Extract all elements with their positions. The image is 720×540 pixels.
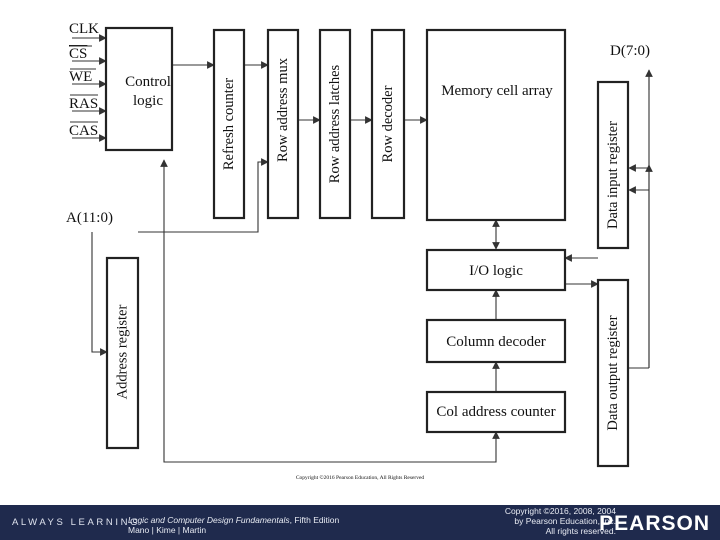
footer-copyright-line-1: Copyright ©2016, 2008, 2004 — [504, 506, 616, 516]
dram-block-diagram: CLK CS WE RAS CAS A(11:0) D(7:0) Control… — [66, 21, 653, 481]
clk-label: CLK — [69, 21, 99, 37]
footer-book-info: Logic and Computer Design Fundamentals, … — [128, 515, 339, 535]
io-logic-label: I/O logic — [469, 263, 523, 279]
bus-to-col-counter-wire — [163, 232, 500, 463]
row-decoder-block: Row decoder — [370, 28, 406, 220]
col-address-counter-block: Col address counter — [425, 390, 567, 434]
we-label: WE — [69, 69, 92, 85]
row-decoder-label: Row decoder — [380, 85, 396, 162]
control-logic-label-1: Control — [125, 74, 171, 90]
data-output-register-label: Data output register — [605, 315, 621, 430]
footer-copyright: Copyright ©2016, 2008, 2004 by Pearson E… — [505, 506, 616, 536]
address-input-label: A(11:0) — [66, 210, 113, 226]
row-address-mux-label: Row address mux — [275, 57, 291, 162]
figure-copyright: Copyright ©2016 Pearson Education, All R… — [296, 474, 425, 481]
control-logic-block: Control logic — [104, 26, 174, 152]
address-register-block: Address register — [105, 256, 140, 450]
cas-label: CAS — [69, 123, 98, 139]
refresh-counter-block: Refresh counter — [212, 28, 246, 220]
memory-cell-array-label: Memory cell array — [441, 83, 553, 99]
footer-authors: Mano | Kime | Martin — [128, 525, 207, 535]
address-input-wire — [91, 232, 108, 356]
footer-copyright-line-2: by Pearson Education, Inc. — [514, 516, 616, 526]
footer-copyright-line-3: All rights reserved. — [545, 526, 616, 536]
address-to-mux-wire — [138, 158, 269, 233]
footer-book-edition: , Fifth Edition — [289, 515, 340, 525]
io-logic-block: I/O logic — [425, 248, 567, 292]
footer-brand: ALWAYS LEARNING — [12, 517, 141, 528]
column-decoder-block: Column decoder — [425, 318, 567, 364]
data-input-register-label: Data input register — [605, 121, 621, 229]
footer-book-title: Logic and Computer Design Fundamentals — [128, 515, 290, 525]
footer-bar: ALWAYS LEARNING Logic and Computer Desig… — [0, 505, 720, 540]
pearson-logo: PEARSON — [599, 512, 710, 535]
data-output-register-block: Data output register — [596, 278, 630, 468]
wires — [72, 34, 653, 463]
signal-labels: CLK CS WE RAS CAS A(11:0) D(7:0) — [66, 21, 650, 226]
cs-label: CS — [69, 46, 87, 62]
memory-cell-array-block: Memory cell array — [425, 28, 567, 222]
data-bus-label: D(7:0) — [610, 43, 650, 59]
col-address-counter-label: Col address counter — [436, 404, 555, 420]
ras-label: RAS — [69, 96, 98, 112]
control-logic-label-2: logic — [133, 93, 163, 109]
row-address-latches-label: Row address latches — [327, 64, 343, 183]
address-register-label: Address register — [115, 305, 131, 400]
data-input-register-block: Data input register — [596, 80, 630, 250]
row-address-mux-block: Row address mux — [266, 28, 300, 220]
column-decoder-label: Column decoder — [446, 334, 546, 350]
refresh-counter-label: Refresh counter — [221, 78, 237, 170]
row-address-latches-block: Row address latches — [318, 28, 352, 220]
